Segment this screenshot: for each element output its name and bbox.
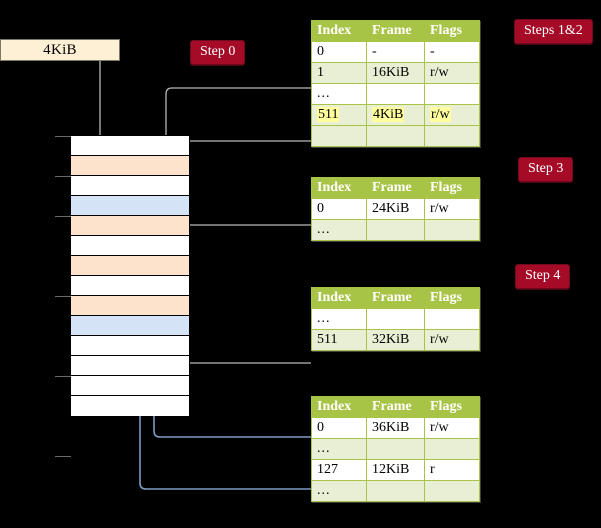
cell-frame: [366, 438, 425, 460]
memory-tick-6: [55, 376, 71, 377]
column-header-flags: Flags: [424, 177, 480, 199]
table-row: ...: [311, 438, 480, 460]
memory-tick-0: [55, 136, 71, 137]
column-header-flags: Flags: [424, 396, 480, 418]
cell-frame: [366, 308, 425, 330]
table-row: ...: [311, 219, 480, 241]
cell-flags: [424, 83, 480, 105]
cell-index: ...: [311, 438, 367, 460]
step-badge-step-3: Step 3: [518, 157, 574, 182]
step-badge-step-4: Step 4: [515, 264, 571, 289]
cell-frame: 36KiB: [366, 417, 425, 439]
column-header-index: Index: [311, 20, 367, 42]
table-row: ...: [311, 480, 480, 502]
cell-flags: r/w: [424, 329, 480, 351]
memory-tick-1: [55, 176, 71, 177]
cell-index: 0: [311, 198, 367, 220]
column-header-frame: Frame: [366, 287, 425, 309]
cell-index: 1: [311, 62, 367, 84]
cell-frame: 24KiB: [366, 198, 425, 220]
cell-flags: r/w: [424, 417, 480, 439]
cell-flags: r/w: [424, 104, 480, 126]
memory-frame-8: [55, 296, 189, 457]
memory-tick-4: [55, 296, 71, 297]
cell-flags: r/w: [424, 198, 480, 220]
cell-index: ...: [311, 308, 367, 330]
column-header-flags: Flags: [424, 20, 480, 42]
cell-flags: [424, 125, 480, 147]
memory-tick-2: [55, 216, 71, 217]
cell-index: 0: [311, 417, 367, 439]
column-header-flags: Flags: [424, 287, 480, 309]
memory-frame-5: [71, 236, 189, 256]
cell-flags: -: [424, 41, 480, 63]
cell-index: 127: [311, 459, 367, 481]
table-row: ...: [311, 308, 480, 330]
cell-index: 0: [311, 41, 367, 63]
cell-frame: 4KiB: [366, 104, 425, 126]
cell-frame: -: [366, 41, 425, 63]
memory-frame-6: [55, 256, 189, 377]
column-header-frame: Frame: [366, 177, 425, 199]
cell-flags: [424, 438, 480, 460]
cell-frame: 12KiB: [366, 459, 425, 481]
cell-flags: r/w: [424, 62, 480, 84]
cell-index: ...: [311, 83, 367, 105]
column-header-frame: Frame: [366, 20, 425, 42]
memory-frame-9: [71, 316, 189, 336]
cell-frame: [366, 83, 425, 105]
memory-frame-7: [71, 276, 189, 296]
cell-frame: [366, 125, 425, 147]
column-header-index: Index: [311, 177, 367, 199]
cell-frame: 32KiB: [366, 329, 425, 351]
memory-frame-12: [71, 376, 189, 396]
memory-tick-8: [55, 456, 71, 457]
cell-index: 511: [311, 329, 367, 351]
column-header-frame: Frame: [366, 396, 425, 418]
cell-index: [311, 125, 367, 147]
cell-frame: [366, 219, 425, 241]
cell-frame: 16KiB: [366, 62, 425, 84]
memory-frame-1: [55, 156, 189, 177]
memory-frame-2: [55, 176, 189, 217]
step-badge-step-0: Step 0: [190, 40, 246, 65]
column-header-index: Index: [311, 396, 367, 418]
cell-index: ...: [311, 480, 367, 502]
step-badge-steps-1-and-2: Steps 1&2: [514, 19, 593, 44]
physical-memory-column: [55, 135, 190, 457]
memory-frame-13: [71, 396, 189, 416]
cell-flags: [424, 480, 480, 502]
memory-frame-4: [55, 216, 189, 297]
table-row: ...: [311, 83, 480, 105]
table-row: 0--: [311, 41, 480, 63]
cell-flags: r: [424, 459, 480, 481]
table-row: [311, 125, 480, 147]
cell-flags: [424, 308, 480, 330]
column-header-index: Index: [311, 287, 367, 309]
memory-frame-3: [71, 196, 189, 216]
virtual-address-label: 4KiB: [43, 41, 77, 58]
memory-frame-0: [55, 136, 189, 156]
cell-index: ...: [311, 219, 367, 241]
memory-frame-11: [71, 356, 189, 376]
cell-index: 511: [311, 104, 367, 126]
memory-frame-10: [71, 336, 189, 356]
cell-frame: [366, 480, 425, 502]
virtual-address-box: 4KiB: [0, 39, 120, 61]
cell-flags: [424, 219, 480, 241]
